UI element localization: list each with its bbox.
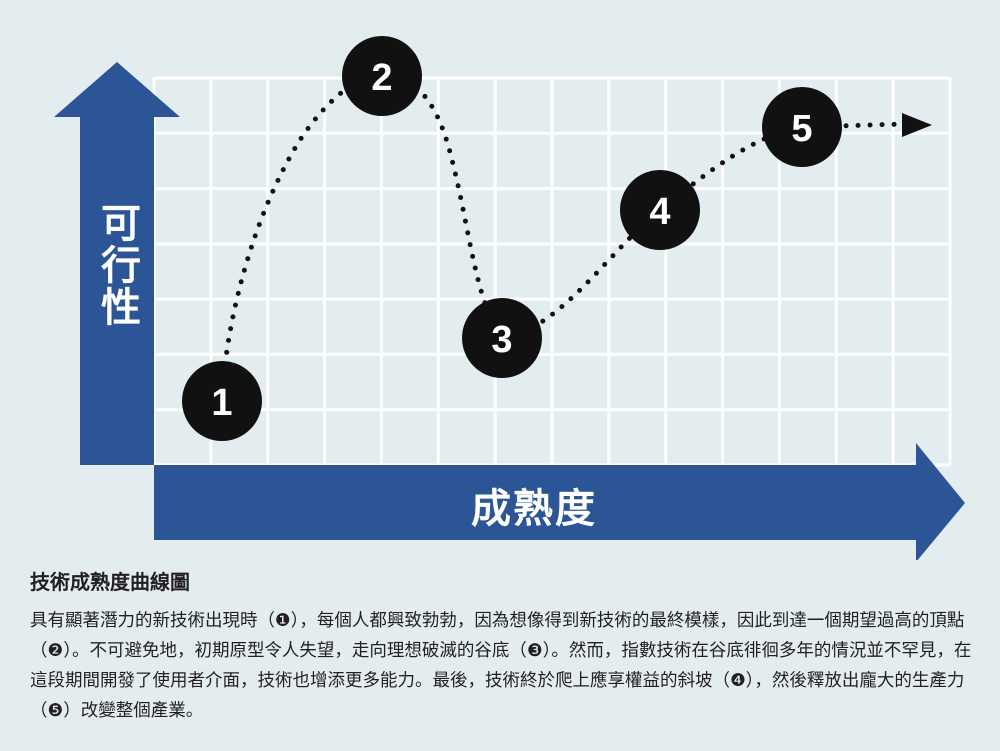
stage-node-2	[342, 36, 422, 116]
x-axis-label: 成熟度	[471, 486, 597, 532]
stage-node-5	[762, 87, 842, 167]
stage-label-5: 5	[791, 107, 813, 150]
figure-caption: 技術成熟度曲線圖 具有顯著潛力的新技術出現時（❶），每個人都興致勃勃，因為想像得…	[30, 568, 980, 726]
stage-node-4	[620, 170, 700, 250]
diagram-canvas	[54, 36, 965, 562]
stage-label-3: 3	[491, 318, 513, 361]
stage-label-2: 2	[371, 56, 393, 99]
hype-cycle-diagram: 可行性 成熟度 1 2 3 4 5	[54, 36, 965, 562]
stage-label-1: 1	[211, 381, 233, 424]
x-axis-arrow	[154, 443, 965, 562]
caption-body: 具有顯著潛力的新技術出現時（❶），每個人都興致勃勃，因為想像得到新技術的最終模樣…	[30, 611, 972, 721]
stage-node-1	[182, 361, 262, 441]
y-axis-label: 可行性	[94, 202, 140, 328]
y-axis-arrow	[54, 62, 180, 465]
caption-title: 技術成熟度曲線圖	[30, 570, 190, 594]
curve-arrowhead	[902, 113, 932, 137]
stage-node-3	[462, 298, 542, 378]
stage-label-4: 4	[649, 190, 671, 233]
